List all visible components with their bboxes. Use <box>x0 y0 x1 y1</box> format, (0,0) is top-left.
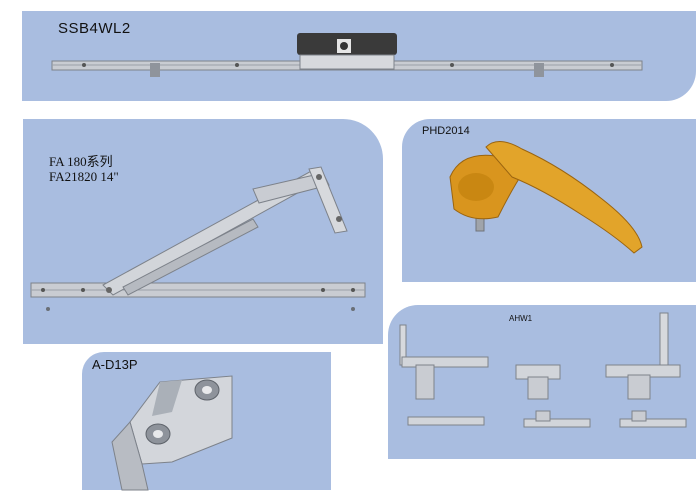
panel-ahw1: AHW1 <box>388 305 696 459</box>
panel-ad13p: A-D13P <box>82 352 331 491</box>
ad13p-keeper-image <box>111 375 233 491</box>
ssb4wl2-espagnolette-image <box>51 33 643 77</box>
panel-ssb4wl2: SSB4WL2 <box>22 11 696 101</box>
fa180-friction-stay-image <box>30 166 366 311</box>
panel-phd2014: PHD2014 <box>402 119 696 282</box>
ahw1-hinge-set-image <box>399 312 687 428</box>
phd2014-handle-image <box>449 141 643 254</box>
fa180-label-line2: FA21820 14" <box>49 169 119 184</box>
ahw1-label: AHW1 <box>509 314 533 323</box>
panel-fa180: FA 180系列 FA21820 14" <box>23 119 383 344</box>
ad13p-label: A-D13P <box>92 357 138 372</box>
fa180-label-line1: FA 180系列 <box>49 154 113 169</box>
ssb4wl2-label: SSB4WL2 <box>58 20 131 37</box>
phd2014-label: PHD2014 <box>422 125 470 137</box>
